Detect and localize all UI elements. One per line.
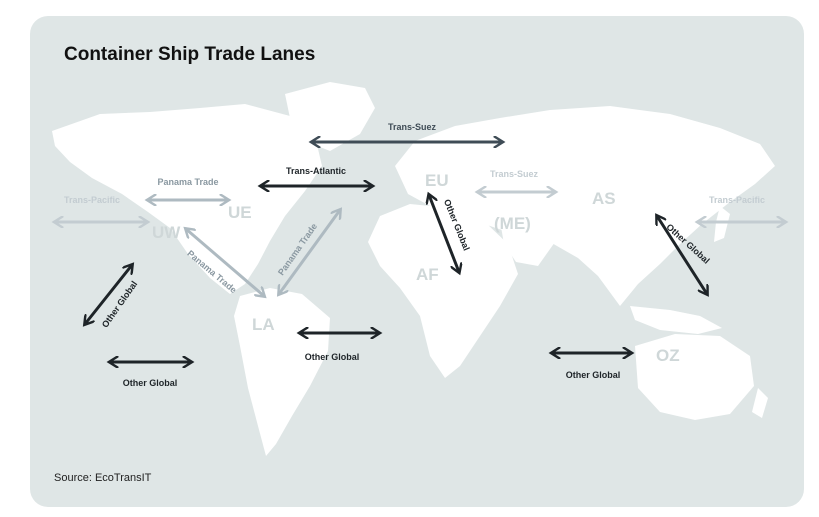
lane-arrow-other-global-eu-af: [429, 195, 459, 272]
lane-label-trans-suez-main: Trans-Suez: [388, 122, 437, 132]
africa-landmass: [368, 204, 518, 378]
lane-label-other-global-pacific: Other Global: [100, 279, 139, 329]
lane-arrow-other-global-pacific-diag: [657, 216, 707, 294]
region-labels: UW UE LA EU (ME) AF AS OZ: [152, 171, 680, 365]
source-caption: Source: EcoTransIT: [54, 472, 152, 484]
map-title: Container Ship Trade Lanes: [64, 44, 316, 65]
region-label-af: AF: [416, 265, 439, 284]
greenland-landmass: [285, 82, 375, 151]
lane-label-trans-atlantic: Trans-Atlantic: [286, 166, 346, 176]
region-label-la: LA: [252, 315, 275, 334]
lane-label-trans-pacific-west: Trans-Pacific: [64, 195, 120, 205]
region-label-uw: UW: [152, 223, 181, 242]
europe-asia-landmass: [395, 106, 775, 306]
lane-label-other-global-indian: Other Global: [123, 378, 178, 388]
region-label-me: (ME): [494, 214, 531, 233]
lane-arrow-panama-trade-west: [186, 229, 264, 296]
se-asia-islands-landmass: [630, 306, 722, 334]
new-zealand-landmass: [752, 388, 768, 418]
arabia-landmass: [500, 221, 555, 266]
lane-arrow-panama-trade-diag: [279, 210, 340, 294]
trade-lanes: [55, 142, 785, 362]
region-label-oz: OZ: [656, 346, 680, 365]
lane-label-trans-pacific-east: Trans-Pacific: [709, 195, 765, 205]
region-label-eu: EU: [425, 171, 449, 190]
lane-label-panama-trade-top: Panama Trade: [157, 177, 218, 187]
region-label-as: AS: [592, 189, 616, 208]
land-layer: [52, 82, 775, 456]
region-label-ue: UE: [228, 203, 252, 222]
australia-landmass: [635, 334, 754, 420]
lane-label-other-global-atlantic: Other Global: [305, 352, 360, 362]
lane-label-other-global-asia-oz: Other Global: [566, 370, 621, 380]
lane-arrow-other-global-pacific: [85, 265, 132, 324]
lane-label-trans-suez-me: Trans-Suez: [490, 169, 539, 179]
world-map: UW UE LA EU (ME) AF AS OZ: [30, 82, 804, 456]
south-america-landmass: [234, 288, 330, 456]
map-card: Container Ship Trade Lanes: [30, 16, 804, 507]
